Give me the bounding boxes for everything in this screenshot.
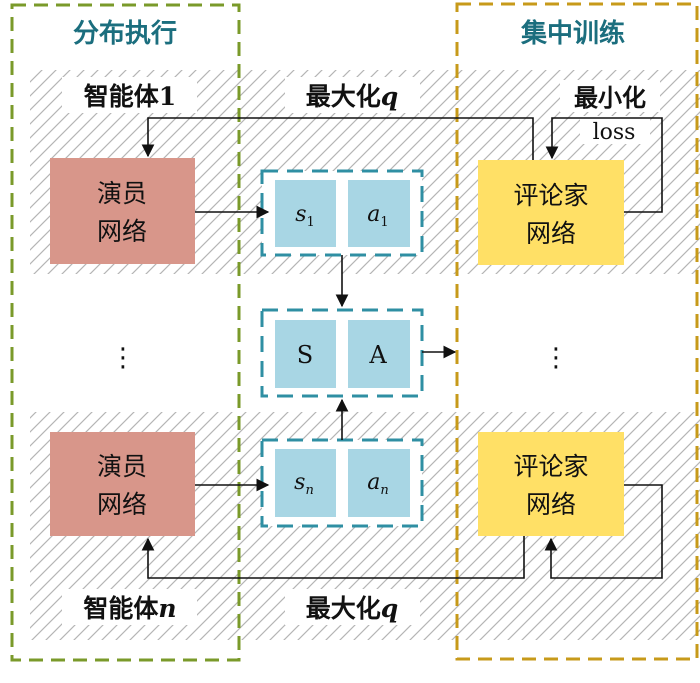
action-label-bottom: an: [367, 470, 389, 498]
maximize-q-label-bottom: 最大化q: [306, 594, 399, 623]
ellipsis-left: ⋮: [110, 343, 136, 373]
arrow-criticn-self-loop: [544, 484, 663, 579]
actor-network-label-top-line1: 演员: [97, 179, 147, 208]
left-region-border: [10, 3, 241, 662]
right-region-border: [455, 2, 699, 661]
joint-action-label: A: [368, 341, 387, 369]
arrow-critic1-self-loop: [545, 117, 663, 213]
ellipsis-right: ⋮: [543, 343, 569, 373]
right-region-title: 集中训练: [520, 18, 625, 49]
critic-network-box-bottom: [478, 432, 624, 536]
loss-label: loss: [593, 120, 636, 145]
maximize-q-label-top: 最大化q: [306, 82, 399, 111]
joint-state-cell: [275, 320, 336, 388]
actor-network-label-bottom-line1: 演员: [97, 452, 147, 481]
critic-network-label-bottom-line1: 评论家: [513, 452, 588, 481]
actor-network-box-bottom: [50, 432, 195, 536]
critic-network-label-bottom-line2: 网络: [526, 490, 576, 519]
left-region-title: 分布执行: [73, 18, 177, 49]
agent-n-label: 智能体n: [83, 594, 176, 623]
critic-network-box-top: [478, 160, 624, 265]
joint-state-label: S: [297, 341, 313, 369]
critic-network-label-top-line1: 评论家: [513, 181, 588, 210]
arrow-critic1-to-actor1: [141, 117, 534, 160]
minimize-label: 最小化: [574, 84, 646, 112]
action-label-top: a1: [367, 202, 388, 230]
critic-network-label-top-line2: 网络: [526, 219, 576, 248]
action-cell-bottom: [348, 449, 410, 517]
state-label-bottom: sn: [294, 470, 314, 498]
actor-network-label-top-line2: 网络: [97, 217, 147, 246]
actor-network-label-bottom-line2: 网络: [97, 490, 147, 519]
actor-network-box-top: [50, 158, 195, 264]
agent-1-label: 智能体1: [84, 82, 176, 111]
state-cell-top: [275, 180, 336, 247]
state-label-top: s1: [295, 202, 315, 230]
action-cell-top: [348, 180, 410, 247]
joint-action-cell: [348, 320, 410, 388]
arrow-criticn-to-actorn: [141, 536, 525, 579]
state-cell-bottom: [275, 449, 336, 517]
